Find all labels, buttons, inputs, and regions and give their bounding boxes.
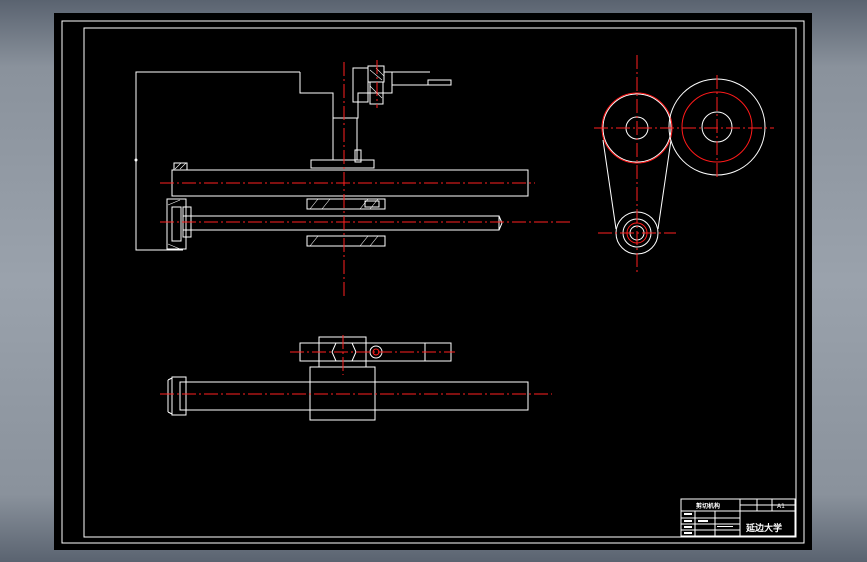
cad-drawing: 剪切机构 A1 延边大学 [61,20,805,544]
side-view [594,55,774,275]
inner-border [83,27,797,538]
outer-border [61,20,805,544]
title-block: 剪切机构 A1 延边大学 [680,498,796,537]
plan-view [160,335,552,421]
front-view [134,60,572,296]
school-name-text: 延边大学 [745,522,782,534]
sheet-size-text: A1 [777,503,785,510]
part-name-text: 剪切机构 [696,502,720,510]
drawing-viewport[interactable]: 剪切机构 A1 延边大学 [54,13,812,550]
